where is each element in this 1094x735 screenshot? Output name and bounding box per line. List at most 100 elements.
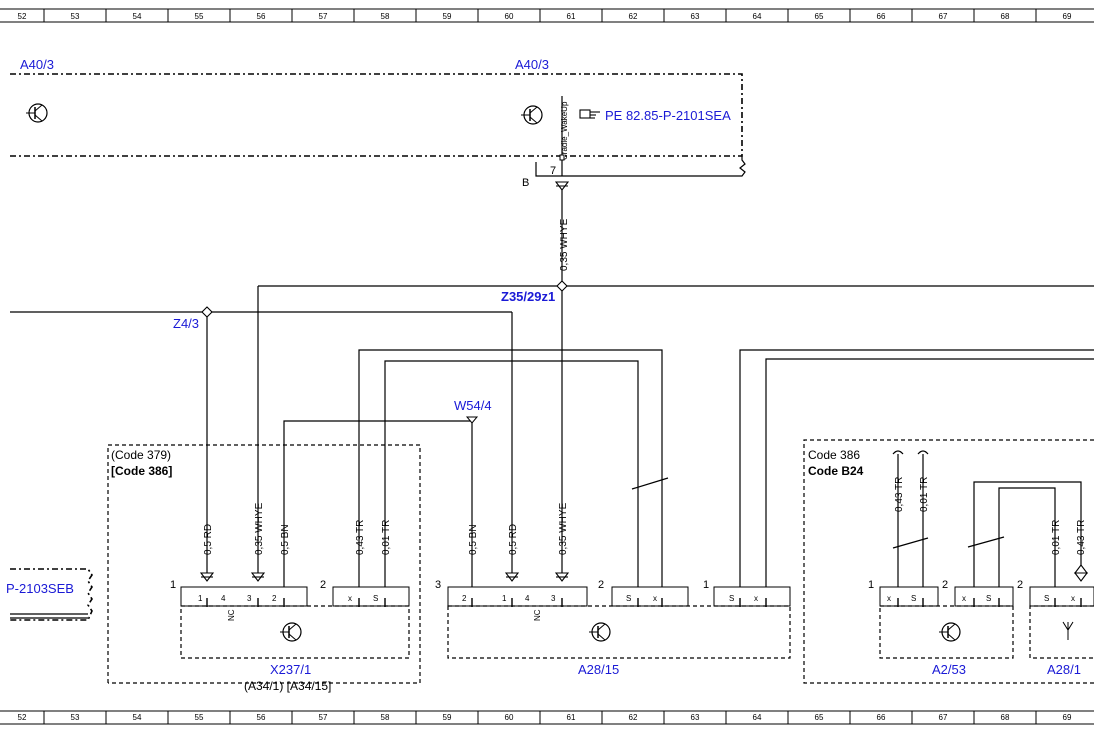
svg-text:4: 4 xyxy=(525,594,530,603)
svg-text:2: 2 xyxy=(1017,579,1023,591)
ruler-label: 53 xyxy=(71,12,80,21)
svg-text:1: 1 xyxy=(502,594,507,603)
code-379: (Code 379) xyxy=(111,448,171,462)
tr01-loop-wire xyxy=(384,360,639,587)
ruler-label: 66 xyxy=(877,713,886,722)
z35-label[interactable]: Z35/29z1 xyxy=(501,289,555,304)
svg-text:NC: NC xyxy=(227,609,236,621)
wire-label: 0,43 TR xyxy=(894,477,905,512)
pe-reference-link[interactable]: PE 82.85-P-2101SEA xyxy=(605,108,731,123)
a40-right-label[interactable]: A40/3 xyxy=(515,57,549,72)
svg-text:x: x xyxy=(653,594,657,603)
wire-label: 0,01 TR xyxy=(1051,520,1062,555)
transistor-icon xyxy=(589,622,611,642)
code-386-b: Code 386 xyxy=(808,448,860,462)
w54-label[interactable]: W54/4 xyxy=(454,398,492,413)
right-s-wire xyxy=(739,349,1094,587)
ruler-label: 64 xyxy=(753,12,762,21)
ruler-label: 65 xyxy=(815,12,824,21)
svg-text:NC: NC xyxy=(533,609,542,621)
ground-icon xyxy=(465,416,479,424)
svg-text:S: S xyxy=(1044,594,1049,603)
ruler-label: 68 xyxy=(1001,12,1010,21)
ruler-label: 54 xyxy=(133,713,142,722)
a40-left-label[interactable]: A40/3 xyxy=(20,57,54,72)
wire-label: 0,43 TR xyxy=(355,520,366,555)
ruler-label: 69 xyxy=(1063,713,1072,722)
group-numbers: 1 2 3 2 1 1 2 2 xyxy=(170,579,1023,591)
a28-1-label[interactable]: A28/1 xyxy=(1047,662,1081,677)
wire-label: 0,35 WHYE xyxy=(254,502,265,555)
x237-label[interactable]: X237/1 xyxy=(270,662,311,677)
tr43-loop-wire xyxy=(358,349,663,587)
svg-text:3: 3 xyxy=(247,594,252,603)
a40-box-border xyxy=(10,73,743,157)
ruler-label: 61 xyxy=(567,12,576,21)
wire-label: 0,35 WHYE xyxy=(559,218,570,271)
svg-text:2: 2 xyxy=(462,594,467,603)
svg-text:3: 3 xyxy=(551,594,556,603)
wire-end-icon xyxy=(917,450,929,455)
svg-text:x: x xyxy=(1071,594,1075,603)
ruler-label: 55 xyxy=(195,713,204,722)
svg-text:S: S xyxy=(911,594,916,603)
a28-15-body xyxy=(447,605,791,659)
ruler-label: 66 xyxy=(877,12,886,21)
ruler-label: 61 xyxy=(567,713,576,722)
code-386: [Code 386] xyxy=(111,464,172,478)
pin-7-label: 7 xyxy=(550,165,556,177)
wire-label: 0,01 TR xyxy=(919,477,930,512)
ruler-label: 58 xyxy=(381,12,390,21)
ruler-label: 60 xyxy=(505,713,514,722)
wire-label: 0,01 TR xyxy=(381,520,392,555)
ruler-label: 58 xyxy=(381,713,390,722)
ruler-label: 59 xyxy=(443,713,452,722)
ruler-label: 59 xyxy=(443,12,452,21)
ruler-label: 63 xyxy=(691,12,700,21)
wire-label: 0,5 BN xyxy=(468,524,479,555)
wire-label: 0,5 RD xyxy=(508,524,519,555)
wire-label: 0,35 WHYE xyxy=(558,502,569,555)
wire-end-icon xyxy=(892,450,904,455)
ruler-label: 65 xyxy=(815,713,824,722)
cradle-wakeup-label: Cradle_WakeUp xyxy=(560,101,569,160)
code-box-1 xyxy=(107,444,421,684)
transistor-icon xyxy=(939,622,961,642)
z4-label[interactable]: Z4/3 xyxy=(173,316,199,331)
a40-box-bracket xyxy=(535,156,746,177)
ruler-label: 64 xyxy=(753,713,762,722)
ruler-label: 52 xyxy=(18,713,27,722)
svg-text:2: 2 xyxy=(942,579,948,591)
code-b24: Code B24 xyxy=(808,464,864,478)
a28-15-label[interactable]: A28/15 xyxy=(578,662,619,677)
ruler-label: 60 xyxy=(505,12,514,21)
ruler-label: 55 xyxy=(195,12,204,21)
svg-text:S: S xyxy=(373,594,378,603)
ruler-label: 52 xyxy=(18,12,27,21)
svg-text:S: S xyxy=(729,594,734,603)
ruler-label: 62 xyxy=(629,12,638,21)
svg-text:3: 3 xyxy=(435,579,441,591)
svg-text:x: x xyxy=(887,594,891,603)
b24-loop-b xyxy=(998,487,1056,587)
ruler-label: 68 xyxy=(1001,713,1010,722)
x237-sub-label: (A34/1) [A34/15] xyxy=(244,679,331,693)
ruler-label: 56 xyxy=(257,713,266,722)
svg-text:x: x xyxy=(754,594,758,603)
a2-53-body xyxy=(879,605,1014,659)
splice-icon xyxy=(556,280,568,292)
p2103seb-link[interactable]: P-2103SEB xyxy=(6,581,74,596)
ruler-label: 53 xyxy=(71,713,80,722)
splice-icon xyxy=(201,306,213,318)
a2-53-label[interactable]: A2/53 xyxy=(932,662,966,677)
ruler-label: 63 xyxy=(691,713,700,722)
svg-text:2: 2 xyxy=(272,594,277,603)
transistor-icon xyxy=(280,622,302,642)
wire-label: 0,5 RD xyxy=(203,524,214,555)
ruler-label: 57 xyxy=(319,12,328,21)
pointing-hand-icon[interactable] xyxy=(579,109,600,119)
pin-b-label: B xyxy=(522,177,529,189)
svg-text:4: 4 xyxy=(221,594,226,603)
